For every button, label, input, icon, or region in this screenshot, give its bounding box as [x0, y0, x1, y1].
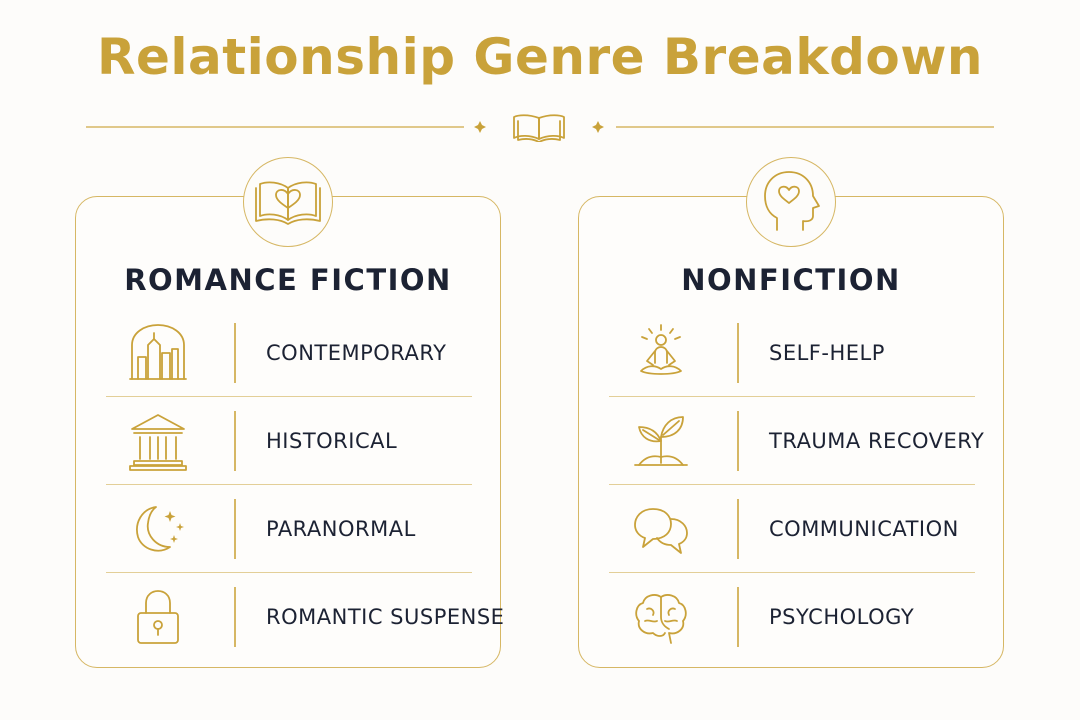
meditation-icon [640, 324, 682, 375]
page-title: Relationship Genre Breakdown [96, 28, 984, 86]
genre-row-contemporary: CONTEMPORARY [106, 309, 472, 397]
romance-fiction-title: ROMANCE FICTION [124, 263, 452, 297]
sparkle-icon [592, 121, 604, 133]
genre-row-romantic-suspense: ROMANTIC SUSPENSE [106, 573, 504, 661]
romance-fiction-card: ROMANCE FICTION CONTEMPORARY HISTO [75, 157, 504, 668]
genre-label: PARANORMAL [266, 517, 416, 541]
genre-label: ROMANTIC SUSPENSE [266, 605, 505, 629]
genre-row-psychology: PSYCHOLOGY [609, 573, 975, 661]
genre-row-paranormal: PARANORMAL [106, 485, 472, 573]
sparkle-icon [474, 121, 486, 133]
genre-label: CONTEMPORARY [266, 341, 447, 365]
genre-label: PSYCHOLOGY [769, 605, 915, 629]
title-divider [86, 114, 994, 142]
genre-label: TRAUMA RECOVERY [769, 429, 985, 453]
romance-badge [243, 157, 333, 247]
nonfiction-card: NONFICTION SELF-HELP TRAUMA [578, 157, 1004, 668]
genre-row-historical: HISTORICAL [106, 397, 472, 485]
sprout-icon [634, 416, 688, 466]
genre-label: SELF-HELP [769, 341, 885, 365]
moon-stars-icon [136, 506, 184, 552]
heart-book-icon [255, 181, 321, 225]
classical-building-icon [129, 414, 187, 471]
brain-icon [635, 594, 687, 644]
padlock-icon [137, 590, 179, 644]
speech-bubbles-icon [634, 508, 688, 554]
genre-row-communication: COMMUNICATION [609, 485, 975, 573]
genre-label: COMMUNICATION [769, 517, 959, 541]
genre-label: HISTORICAL [266, 429, 398, 453]
city-skyline-icon [129, 324, 187, 380]
nonfiction-title: NONFICTION [681, 263, 901, 297]
head-heart-icon [764, 171, 820, 231]
genre-row-self-help: SELF-HELP [609, 309, 975, 397]
genre-row-trauma-recovery: TRAUMA RECOVERY [609, 397, 984, 485]
open-book-icon [513, 114, 565, 142]
nonfiction-badge [746, 157, 836, 247]
